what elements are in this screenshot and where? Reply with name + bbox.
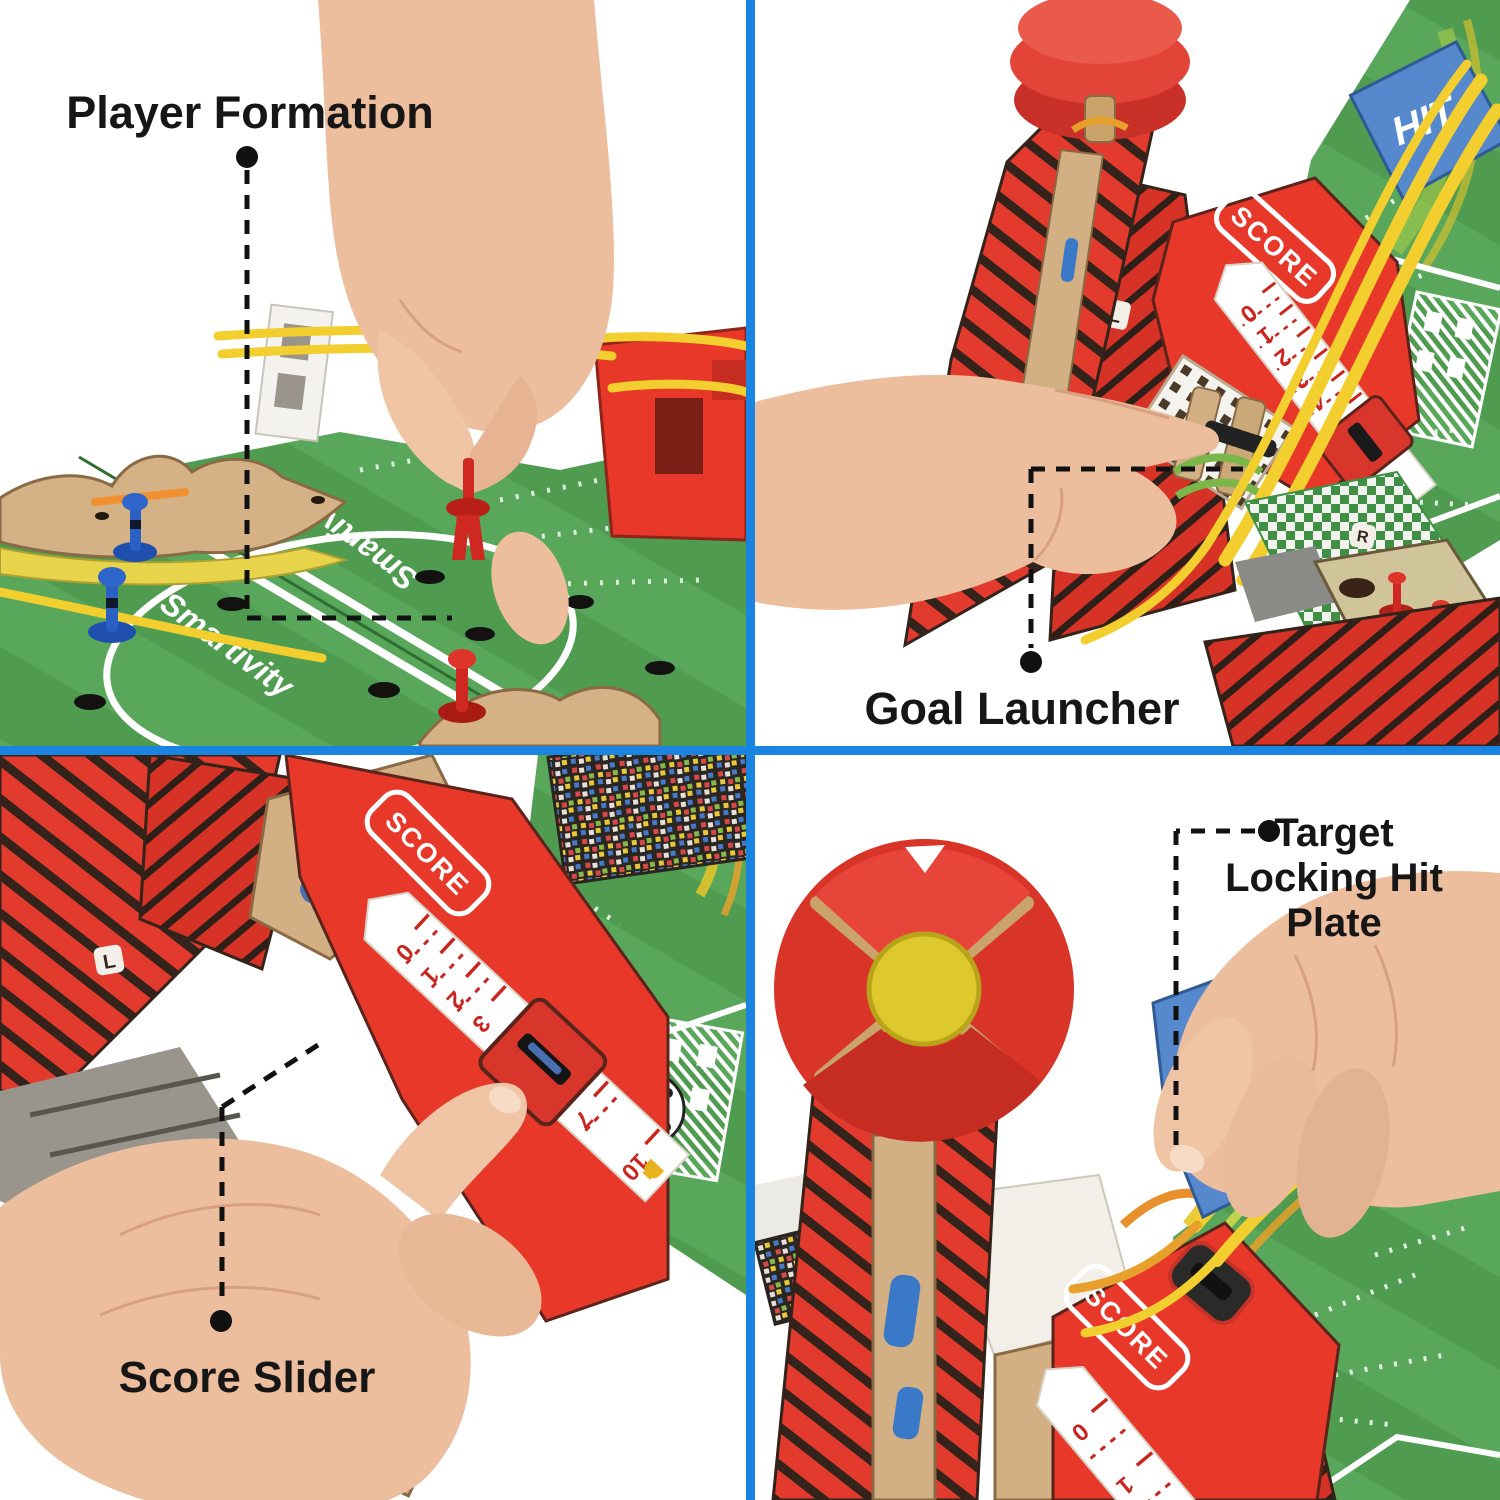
- crowd-stand: [546, 755, 746, 886]
- callout-dot: [236, 146, 258, 168]
- quadrant-target-locking-hit-plate: SCORE 0 1 2: [755, 755, 1500, 1500]
- side-marker-left: L: [101, 950, 117, 974]
- field-ray-dots: [359, 447, 701, 588]
- child-hand: [755, 374, 1219, 610]
- center-circle-line: [103, 530, 577, 746]
- penalty-box-line: [1301, 1433, 1500, 1500]
- thumb-nail: [488, 1086, 522, 1114]
- foam-ball: [1010, 0, 1190, 143]
- quadrant-score-slider: L SCORE 0 1: [0, 755, 746, 1500]
- label-target-locking-hit-plate: Target Locking Hit Plate: [1179, 811, 1489, 945]
- side-marker-right: R: [1355, 528, 1370, 547]
- child-hand: [0, 1082, 542, 1500]
- player-peg-red: [438, 649, 486, 723]
- stadium-floor: R: [1203, 470, 1500, 746]
- launcher-tower: [771, 1047, 999, 1500]
- callout-player-formation: [236, 146, 452, 621]
- score-panel: SCORE 0 1 2: [1035, 1221, 1341, 1500]
- callout-target-locking: [1173, 820, 1280, 1145]
- player-peg-blue: [88, 567, 136, 643]
- callout-goal-launcher: [1020, 466, 1243, 673]
- label-line: Target: [1274, 811, 1394, 855]
- quadrant-goal-launcher: HIT L: [755, 0, 1500, 746]
- trophy-icon: [642, 1158, 665, 1180]
- score-strip: 0 1 2 3 7 10: [363, 891, 691, 1203]
- player-peg-blue: [113, 493, 157, 562]
- goal-back-card: [254, 303, 335, 443]
- divider-horizontal: [0, 746, 1500, 755]
- child-hand: [318, 0, 615, 645]
- player-peg-red-held: [446, 458, 490, 560]
- label-line: Locking Hit: [1225, 855, 1443, 900]
- callout-dot: [1258, 820, 1280, 842]
- foam-ball-top: [774, 839, 1074, 1142]
- callout-dot: [210, 1310, 232, 1332]
- score-slider-clip: [1315, 395, 1414, 490]
- score-panel: SCORE 0 1 2 3 7 10: [284, 755, 691, 1323]
- target-hit-plate-photo: SCORE 0 1 2: [755, 820, 1500, 1500]
- player-formation-photo: Smartivity Smartivity: [0, 0, 746, 746]
- goal-structure: [593, 326, 746, 542]
- ball-core: [866, 931, 982, 1047]
- label-line: Plate: [1286, 900, 1382, 945]
- score-slider-photo: L SCORE 0 1: [0, 755, 746, 1500]
- callout-dot: [1020, 651, 1042, 673]
- score-strip: 0 1 2: [1035, 1365, 1229, 1500]
- quadrant-player-formation: Smartivity Smartivity: [0, 0, 746, 746]
- callout-line: [220, 1042, 320, 1110]
- finger-nail: [1169, 1145, 1205, 1173]
- label-player-formation: Player Formation: [66, 87, 434, 138]
- label-score-slider: Score Slider: [118, 1353, 376, 1402]
- label-goal-launcher: Goal Launcher: [864, 683, 1180, 734]
- callout-score-slider: [210, 1042, 320, 1332]
- goal-launcher-photo: HIT L: [755, 0, 1500, 746]
